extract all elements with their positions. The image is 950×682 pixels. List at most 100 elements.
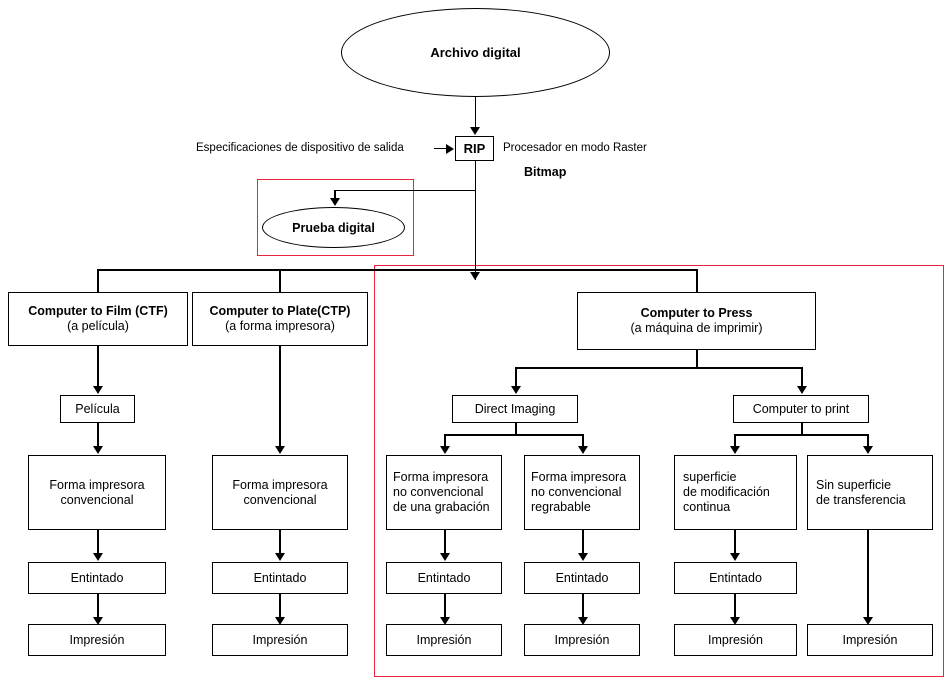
press-col2-line2: no convencional — [531, 485, 622, 500]
connector-di-fan — [444, 434, 583, 436]
ctf-forma-line1: Forma impresora — [49, 477, 145, 492]
press-col1-impresion-node: Impresión — [386, 624, 502, 656]
direct-imaging-label: Direct Imaging — [474, 401, 556, 416]
connector-ctf-3 — [97, 530, 99, 555]
arrow-press-col4-print — [862, 617, 873, 625]
press-col1-entintado-node: Entintado — [386, 562, 502, 594]
press-col2-impresion-label: Impresión — [554, 632, 610, 647]
ctp-impresion-node: Impresión — [212, 624, 348, 656]
arrow-ctp-2 — [274, 553, 285, 561]
arrow-press-col2-ink — [577, 553, 588, 561]
arrow-press-col2-print — [577, 617, 588, 625]
connector-ctpr-fan-left — [734, 434, 736, 448]
computer-to-print-label: Computer to print — [752, 401, 850, 416]
arrow-archivo-to-rip — [470, 127, 480, 135]
connector-main-fan-press — [696, 269, 698, 292]
ctf-impresion-node: Impresión — [28, 624, 166, 656]
press-col2-entintado-label: Entintado — [555, 570, 609, 585]
connector-di-fan-left — [444, 434, 446, 448]
proof-highlight-box — [257, 179, 414, 256]
press-col1-line3: de una grabación — [393, 499, 490, 514]
press-col3-impresion-label: Impresión — [708, 632, 763, 647]
prueba-digital-node: Prueba digital — [262, 207, 405, 248]
rip-node: RIP — [455, 136, 494, 161]
connector-ctpr-stem — [801, 423, 803, 435]
press-col3-impresion-node: Impresión — [674, 624, 797, 656]
connector-di-stem — [515, 423, 517, 435]
ctp-forma-line1: Forma impresora — [232, 477, 328, 492]
arrow-press-col3-print — [729, 617, 740, 625]
press-col3-line1: superficie — [683, 470, 737, 485]
arrow-press-col3-ink — [729, 553, 740, 561]
ctp-node: Computer to Plate(CTP) (a forma impresor… — [192, 292, 368, 346]
connector-ctp-1 — [279, 346, 281, 448]
press-col2-impresion-node: Impresión — [524, 624, 640, 656]
bitmap-caption: Bitmap — [524, 165, 567, 179]
connector-main-fan-ctf — [97, 269, 99, 292]
connector-press-col2-ink — [582, 530, 584, 555]
press-col3-line2: de modificación — [683, 485, 770, 500]
arrow-di-col2 — [577, 446, 588, 454]
connector-main-fan-ctp — [279, 269, 281, 292]
ctf-title: Computer to Film (CTF) — [28, 304, 168, 319]
connector-spec-to-rip — [434, 147, 447, 150]
arrow-ctf-4 — [92, 617, 103, 625]
press-col3-head-node: superficie de modificación continua — [674, 455, 797, 530]
press-col3-line3: continua — [683, 499, 731, 514]
connector-ctf-4 — [97, 594, 99, 619]
press-col2-line1: Forma impresora — [531, 470, 627, 485]
ctp-forma-impresora-node: Forma impresora convencional — [212, 455, 348, 530]
arrow-ctf-2 — [92, 446, 103, 454]
press-col4-head-node: Sin superficie de transferencia — [807, 455, 933, 530]
connector-press-col1-print — [444, 594, 446, 619]
computer-to-print-node: Computer to print — [733, 395, 869, 423]
arrow-press-col1-print — [439, 617, 450, 625]
ctp-impresion-label: Impresión — [252, 632, 308, 647]
press-col4-impresion-label: Impresión — [842, 632, 898, 647]
pelicula-label: Película — [75, 401, 120, 416]
connector-di-fan-right — [582, 434, 584, 448]
connector-press-col3-ink — [734, 530, 736, 555]
press-col4-line2: de transferencia — [816, 492, 906, 507]
press-title: Computer to Press — [640, 306, 753, 321]
computer-to-press-node: Computer to Press (a máquina de imprimir… — [577, 292, 816, 350]
connector-main-fan — [97, 269, 697, 271]
press-col2-line3: regrabable — [531, 499, 591, 514]
ctf-forma-impresora-node: Forma impresora convencional — [28, 455, 166, 530]
press-col4-line1: Sin superficie — [816, 477, 892, 492]
arrow-ctpr-col1 — [729, 446, 740, 454]
connector-ctp-2 — [279, 530, 281, 555]
connector-press-col4-print — [867, 530, 869, 618]
connector-press-fan-left — [515, 367, 517, 388]
ctf-impresion-label: Impresión — [69, 632, 125, 647]
computer-to-press-highlight-box — [374, 265, 944, 677]
connector-press-fan — [515, 367, 802, 369]
arrow-ctpr-col2 — [862, 446, 873, 454]
ctp-title: Computer to Plate(CTP) — [209, 304, 351, 319]
connector-press-col2-print — [582, 594, 584, 619]
archivo-digital-label: Archivo digital — [430, 45, 521, 60]
connector-press-col1-ink — [444, 530, 446, 555]
ctf-subtitle: (a película) — [67, 319, 129, 333]
connector-press-col3-print — [734, 594, 736, 619]
rip-label: RIP — [463, 140, 486, 156]
press-col1-line1: Forma impresora — [393, 470, 489, 485]
connector-press-stem — [696, 350, 698, 368]
arrow-ctf-3 — [92, 553, 103, 561]
press-col2-entintado-node: Entintado — [524, 562, 640, 594]
connector-rip-to-proof-h — [334, 189, 475, 192]
connector-archivo-to-rip — [474, 97, 477, 128]
connector-press-fan-right — [801, 367, 803, 388]
press-col3-entintado-label: Entintado — [709, 570, 762, 585]
connector-ctpr-fan — [734, 434, 868, 436]
ctf-entintado-node: Entintado — [28, 562, 166, 594]
press-col1-entintado-label: Entintado — [417, 570, 471, 585]
arrow-direct-imaging — [510, 386, 521, 394]
rip-left-caption: Especificaciones de dispositivo de salid… — [196, 142, 404, 154]
arrow-rip-to-press — [470, 272, 480, 280]
ctf-forma-line2: convencional — [60, 492, 134, 507]
ctp-entintado-node: Entintado — [212, 562, 348, 594]
arrow-ctp-3 — [274, 617, 285, 625]
ctf-entintado-label: Entintado — [70, 570, 124, 585]
